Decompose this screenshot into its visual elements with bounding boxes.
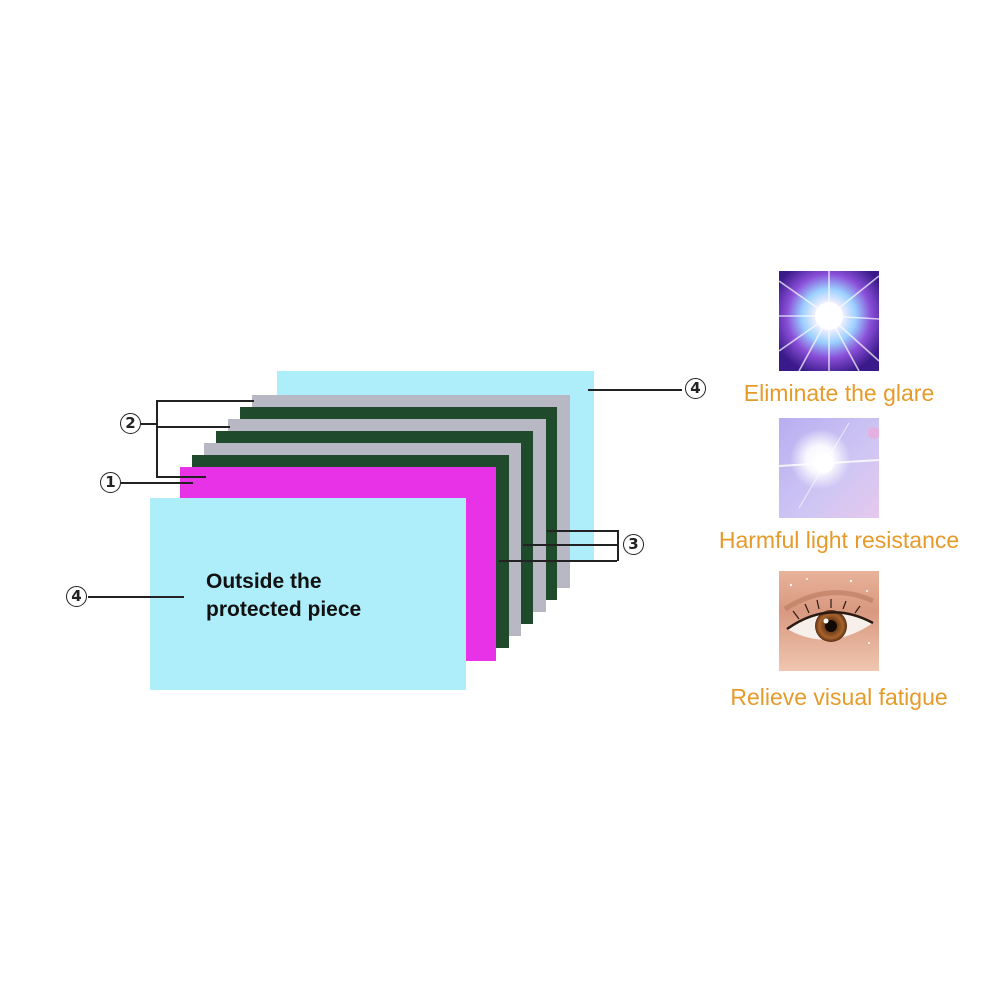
- glare-burst-icon: [779, 271, 879, 371]
- marker-4-back: 4: [685, 378, 706, 399]
- front-label-line2: protected piece: [206, 598, 362, 621]
- marker-4-front: 4: [66, 586, 87, 607]
- leader-line-2-stub: [141, 423, 156, 425]
- bracket-2-vertical: [156, 400, 158, 477]
- feature-caption-visual-fatigue: Relieve visual fatigue: [730, 684, 948, 710]
- marker-1: 1: [100, 472, 121, 493]
- leader-line-4-front: [88, 596, 184, 598]
- bracket-3-vertical: [617, 530, 619, 561]
- bracket-2-bottom: [156, 476, 206, 478]
- bracket-3-mid: [523, 544, 617, 546]
- bracket-3-top: [547, 530, 617, 532]
- bracket-3-bottom: [499, 560, 617, 562]
- front-label-line1: Outside the: [206, 570, 322, 593]
- bracket-2-mid: [156, 426, 230, 428]
- eye-icon: [779, 571, 879, 671]
- front-layer-label: Outside the protected piece: [206, 568, 361, 624]
- marker-2: 2: [120, 413, 141, 434]
- leader-line-4-back: [588, 389, 682, 391]
- feature-caption-glare: Eliminate the glare: [743, 380, 935, 406]
- bracket-2-top: [156, 400, 254, 402]
- leader-line-1: [121, 482, 193, 484]
- layer-cyan-front: [150, 498, 466, 690]
- light-flare-icon: [779, 418, 879, 518]
- feature-caption-harmful-light: Harmful light resistance: [718, 527, 960, 553]
- marker-3: 3: [623, 534, 644, 555]
